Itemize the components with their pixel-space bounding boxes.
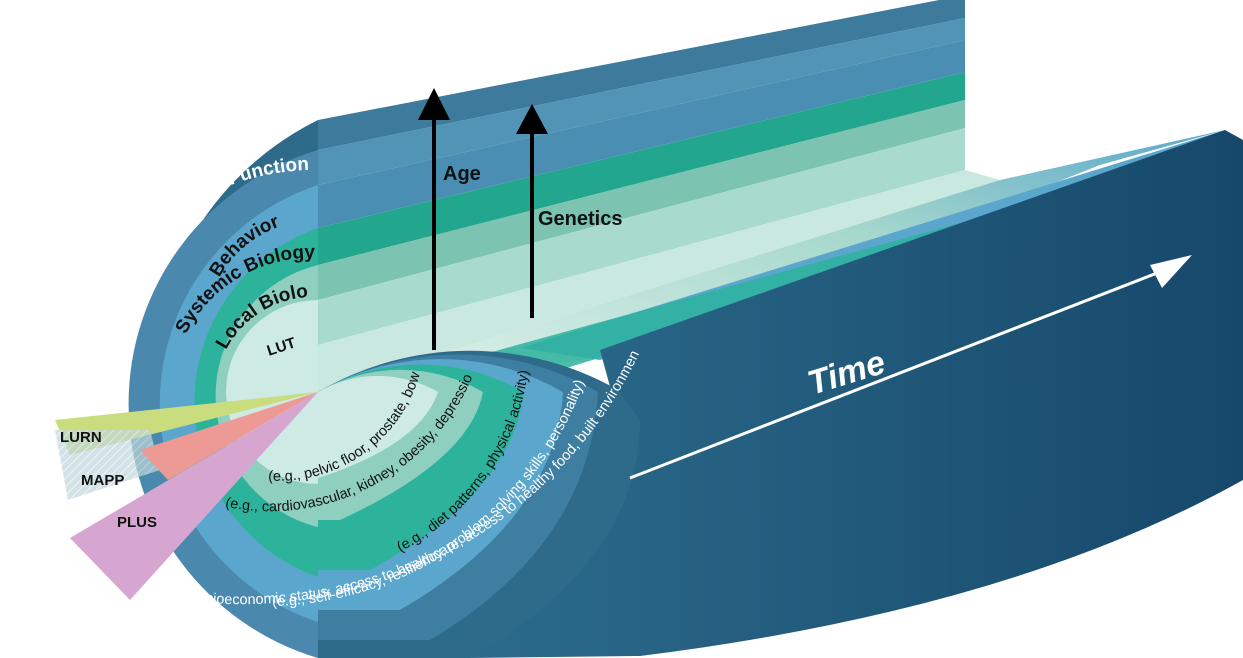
back-wall xyxy=(318,0,1000,392)
tube-floor xyxy=(318,130,1225,392)
study-label-lurn: LURN xyxy=(60,429,102,446)
plus-wedge xyxy=(70,392,318,600)
lurn-hatch xyxy=(55,430,160,500)
time-arrow xyxy=(629,255,1192,480)
genetics-arrow xyxy=(516,104,548,318)
study-label-mapp: MAPP xyxy=(81,472,124,489)
study-label-plus: PLUS xyxy=(117,514,157,531)
age-label: Age xyxy=(443,163,481,185)
age-arrow xyxy=(418,88,450,350)
tube-side xyxy=(470,130,1243,658)
mapp-wedge xyxy=(140,392,318,480)
genetics-label: Genetics xyxy=(538,208,622,230)
